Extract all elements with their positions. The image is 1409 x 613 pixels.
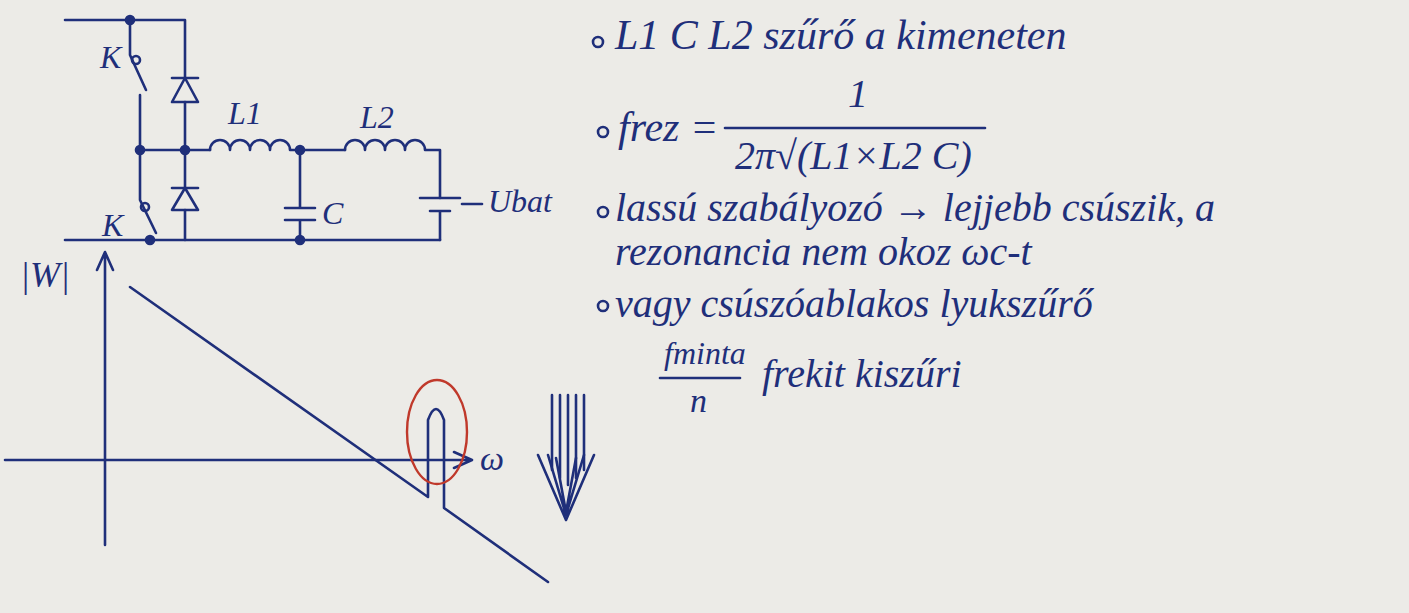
note-label: lassú szabályozó → lejjebb csúszik, a re… xyxy=(615,186,1375,274)
bullet xyxy=(593,37,603,47)
fraction-bar xyxy=(725,127,985,130)
battery-symbol xyxy=(420,198,460,240)
note-label: L2 xyxy=(360,100,394,135)
x-axis xyxy=(5,452,472,468)
note-label: frekit kiszűri xyxy=(762,352,962,396)
note-label: frez = xyxy=(618,104,718,150)
resonance-circle xyxy=(407,380,467,484)
note-label: vagy csúszóablakos lyukszűrő xyxy=(615,282,1093,326)
y-axis xyxy=(97,252,113,545)
bullet xyxy=(598,301,608,311)
note-label: K xyxy=(102,208,123,243)
inductor-symbol xyxy=(345,140,440,198)
note-label: Ubat xyxy=(488,184,552,219)
magnitude-curve xyxy=(130,287,548,582)
junction-dot xyxy=(146,236,154,244)
note-label: fminta xyxy=(664,336,746,371)
leader-line xyxy=(462,203,482,206)
wire xyxy=(140,149,210,152)
note-label: 1 xyxy=(848,72,868,116)
wire xyxy=(65,20,185,78)
note-label: L1 xyxy=(228,96,262,131)
note-label: 2π√(L1×L2 C) xyxy=(735,134,972,178)
note-label: C xyxy=(322,196,343,231)
bullet xyxy=(598,127,608,137)
note-label: L1 C L2 szűrő a kimeneten xyxy=(615,12,1067,58)
capacitor-symbol xyxy=(285,150,315,240)
note-label: |W| xyxy=(20,256,70,296)
fraction-bar xyxy=(660,377,740,380)
notch-sketch xyxy=(538,455,594,520)
switch-symbol xyxy=(130,20,146,90)
inductor-symbol xyxy=(210,140,345,150)
switch-contact xyxy=(132,56,140,64)
diode-symbol xyxy=(172,188,198,210)
junction-dot xyxy=(296,236,304,244)
switch-contact xyxy=(141,203,149,211)
note-label: K xyxy=(100,40,121,75)
note-label: ω xyxy=(480,440,504,477)
switch-symbol xyxy=(140,95,156,233)
bullet xyxy=(598,207,608,217)
diode-symbol xyxy=(172,78,198,102)
wire xyxy=(184,210,187,240)
note-label: n xyxy=(690,382,707,419)
